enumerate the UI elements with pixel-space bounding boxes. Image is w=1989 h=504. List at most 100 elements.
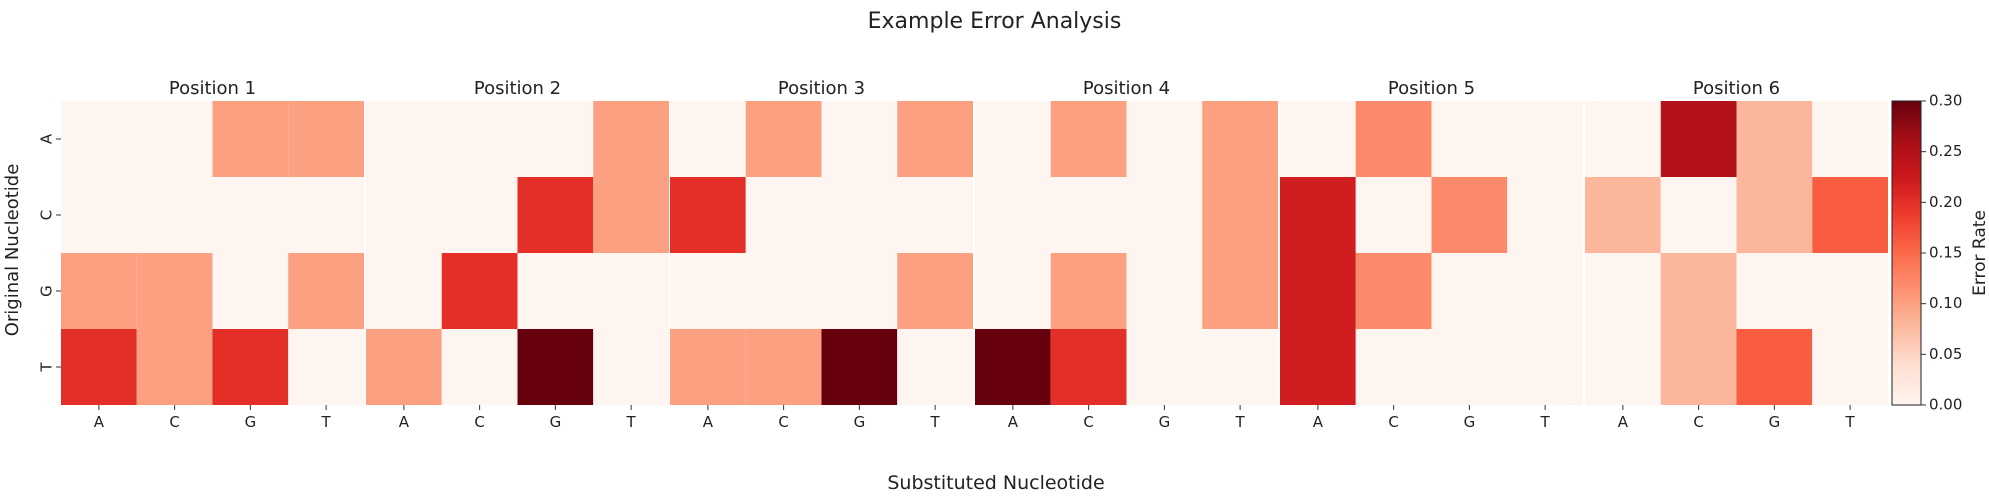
heatmap-cell (975, 177, 1051, 253)
x-tick-label: A (399, 413, 410, 431)
x-tick-label: T (321, 413, 332, 431)
heatmap-cell (288, 329, 364, 405)
x-tick-label: T (626, 413, 637, 431)
x-tick-label: A (94, 413, 105, 431)
heatmap-cell (1585, 177, 1661, 253)
heatmap-cell (1431, 329, 1508, 405)
x-tick-label: A (1313, 413, 1324, 431)
heatmap-cell (897, 253, 973, 329)
heatmap-cell (975, 101, 1051, 177)
heatmap-cell (1431, 177, 1508, 253)
heatmap-cell (1126, 177, 1203, 253)
heatmap-cell (1050, 177, 1127, 253)
colorbar-tick-label: 0.15 (1929, 244, 1962, 262)
heatmap-cell (745, 253, 822, 329)
heatmap-cell (517, 253, 594, 329)
heatmap-cell (1355, 253, 1432, 329)
x-tick-label: C (778, 413, 788, 431)
heatmap-cell (136, 177, 213, 253)
heatmap-cell (1736, 177, 1813, 253)
heatmap-cell (1507, 253, 1583, 329)
heatmap-cell (136, 253, 213, 329)
colorbar-tick-label: 0.05 (1929, 345, 1962, 363)
colorbar-tick-label: 0.00 (1929, 396, 1962, 414)
heatmap-cell (1812, 253, 1888, 329)
x-tick-label: A (1008, 413, 1019, 431)
panel-title: Position 1 (169, 78, 256, 99)
heatmap-cell (975, 253, 1051, 329)
heatmap-cell (1126, 329, 1203, 405)
colorbar-tick-label: 0.25 (1929, 142, 1962, 160)
panel-title: Position 3 (778, 78, 865, 99)
y-tick-label: C (38, 210, 56, 220)
colorbar-tick-label: 0.10 (1929, 294, 1962, 312)
heatmap-cell (821, 329, 898, 405)
heatmap-cell (1050, 329, 1127, 405)
heatmap-cell (517, 101, 594, 177)
y-axis-label: Original Nucleotide (2, 164, 23, 337)
heatmap-cell (1660, 329, 1737, 405)
heatmap-cell (1280, 101, 1356, 177)
heatmap-cell (366, 253, 442, 329)
heatmap-cell (593, 329, 669, 405)
heatmap-cell (1812, 177, 1888, 253)
heatmap-cell (61, 329, 137, 405)
panel-title: Position 2 (474, 78, 561, 99)
heatmap-cell (441, 329, 518, 405)
heatmap-cell (212, 329, 289, 405)
heatmap-cell (1280, 177, 1356, 253)
heatmap-cell (1126, 101, 1203, 177)
heatmap-cell (61, 177, 137, 253)
panel-title: Position 5 (1388, 78, 1475, 99)
heatmap-cell (1660, 177, 1737, 253)
x-tick-label: C (1083, 413, 1093, 431)
heatmap-cell (821, 101, 898, 177)
x-tick-label: G (1769, 413, 1781, 431)
heatmap-cell (212, 101, 289, 177)
heatmap-cell (1280, 253, 1356, 329)
heatmap-cell (1202, 177, 1278, 253)
heatmap-cell (975, 329, 1051, 405)
heatmap-cell (1202, 101, 1278, 177)
heatmap-panels: Position 1 A C G T A C G T Position 2 A C G T Position… (38, 78, 1888, 431)
heatmap-cell (745, 177, 822, 253)
heatmap-cell (1431, 101, 1508, 177)
heatmap-cell (61, 101, 137, 177)
x-tick-label: A (703, 413, 714, 431)
heatmap-cell (1431, 253, 1508, 329)
heatmap-cell (1507, 101, 1583, 177)
heatmap-cell (61, 253, 137, 329)
heatmap-cell (745, 329, 822, 405)
heatmap-cell (670, 329, 746, 405)
x-tick-label: G (1464, 413, 1476, 431)
colorbar-tick-label: 0.20 (1929, 193, 1962, 211)
heatmap-cell (1585, 253, 1661, 329)
heatmap-cell (1585, 101, 1661, 177)
heatmap-cell (593, 253, 669, 329)
heatmap-cell (1585, 329, 1661, 405)
x-tick-label: G (245, 413, 257, 431)
heatmap-cell (366, 177, 442, 253)
heatmap-cell (1355, 329, 1432, 405)
heatmap-cell (1736, 253, 1813, 329)
y-tick-label: T (38, 362, 56, 373)
heatmap-cell (136, 329, 213, 405)
colorbar-gradient (1891, 100, 1922, 406)
heatmap-cell (1507, 177, 1583, 253)
x-tick-label: G (854, 413, 866, 431)
y-tick-label: G (38, 285, 56, 297)
heatmap-cell (1812, 329, 1888, 405)
x-tick-label: T (1235, 413, 1246, 431)
heatmap-cell (212, 253, 289, 329)
heatmap-cell (745, 101, 822, 177)
chart-title: Example Error Analysis (868, 9, 1122, 34)
x-tick-label: C (1693, 413, 1703, 431)
heatmap-cell (288, 177, 364, 253)
heatmap-cell (670, 253, 746, 329)
x-tick-label: T (1845, 413, 1856, 431)
